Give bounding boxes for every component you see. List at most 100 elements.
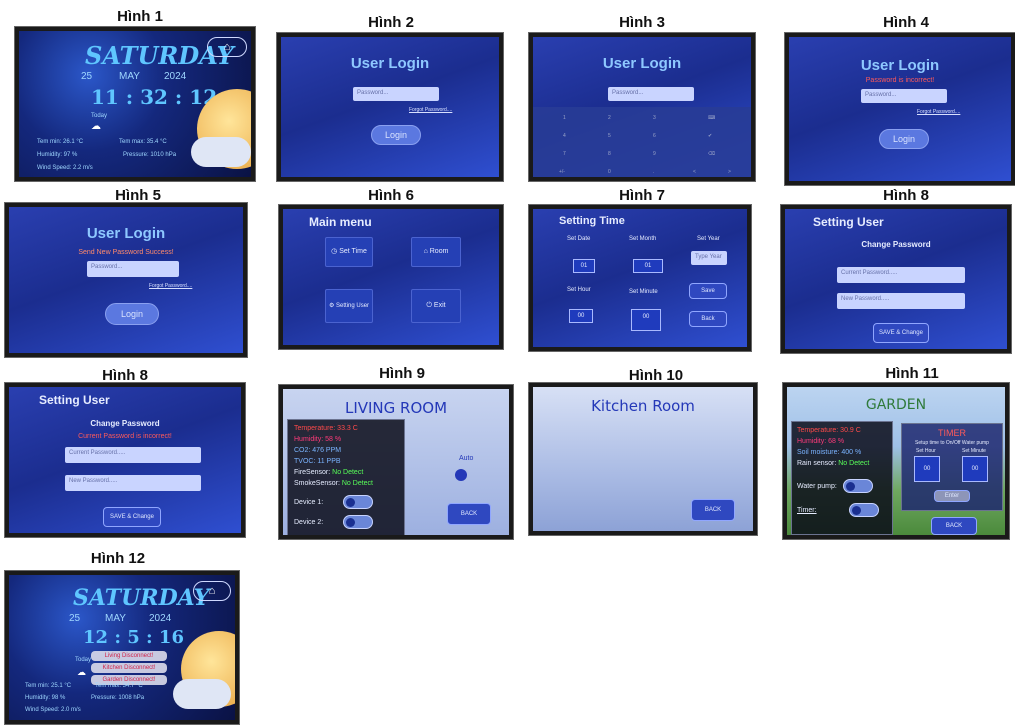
password-input[interactable]: Password...: [861, 89, 947, 103]
error-message: Current Password is incorrect!: [78, 433, 172, 440]
screen-home-1: SATURDAY 25 MAY 2024 11 : 32 : 12 Today …: [14, 26, 256, 182]
device1-toggle[interactable]: [343, 495, 374, 509]
key-3[interactable]: 3: [653, 115, 656, 121]
back-button[interactable]: Back: [689, 311, 727, 327]
smoke-sensor-value: No Detect: [341, 480, 373, 487]
change-password-label: Change Password: [861, 240, 931, 249]
screen-login-success: User Login Send New Password Success! Pa…: [4, 202, 248, 358]
auto-toggle[interactable]: [455, 469, 467, 481]
screen-login-keypad: User Login Password... 1 2 3 ⌨ 4 5 6 ✔ 7…: [528, 32, 756, 182]
home-icon[interactable]: ⌂: [193, 581, 231, 601]
key-7[interactable]: 7: [563, 151, 566, 157]
key-0[interactable]: 0: [608, 169, 611, 175]
living-disconnect-alert: Living Disconnect!: [91, 651, 167, 661]
hour-roller[interactable]: 00: [569, 309, 593, 323]
key-sign[interactable]: +/-: [559, 169, 565, 175]
device1-label: Device 1:: [294, 498, 324, 506]
room-button[interactable]: ⌂ Room: [411, 237, 461, 267]
back-button[interactable]: BACK: [691, 499, 735, 521]
humidity: Humidity: 98 %: [25, 695, 66, 701]
caption-hinh-10: Hình 10: [628, 367, 684, 384]
key-left[interactable]: <: [693, 169, 696, 175]
minute-roller[interactable]: 00: [631, 309, 661, 331]
water-pump-toggle[interactable]: [842, 479, 873, 493]
garden-sensor-panel: Temperature: 30.9 C Humidity: 68 % Soil …: [791, 421, 893, 535]
password-input[interactable]: Password...: [353, 87, 439, 101]
setting-time-title: Setting Time: [559, 215, 625, 227]
year-input[interactable]: Type Year: [691, 251, 727, 265]
key-8[interactable]: 8: [608, 151, 611, 157]
key-6[interactable]: 6: [653, 133, 656, 139]
backspace-icon[interactable]: ⌫: [708, 151, 716, 157]
set-time-label: Set Time: [339, 248, 367, 255]
key-2[interactable]: 2: [608, 115, 611, 121]
caption-hinh-1: Hình 1: [117, 8, 163, 25]
login-button[interactable]: Login: [371, 125, 421, 145]
new-password-input[interactable]: New Password.....: [65, 475, 201, 491]
forgot-password-link[interactable]: Forgot Password....: [917, 109, 961, 115]
device2-label: Device 2:: [294, 518, 324, 526]
login-title: User Login: [350, 55, 430, 72]
sensor-panel: Temperature: 33.3 C Humidity: 58 % CO2: …: [287, 419, 405, 535]
exit-label: Exit: [433, 302, 446, 309]
screen-setting-user-error: Setting User Change Password Current Pas…: [4, 382, 246, 538]
current-password-input[interactable]: Current Password.....: [837, 267, 965, 283]
home-icon[interactable]: ⌂: [207, 37, 247, 57]
key-1[interactable]: 1: [563, 115, 566, 121]
key-5[interactable]: 5: [608, 133, 611, 139]
enter-button[interactable]: Enter: [934, 490, 970, 502]
caption-hinh-7: Hình 7: [619, 187, 665, 204]
key-9[interactable]: 9: [653, 151, 656, 157]
soil-moisture-readout: Soil moisture: 400 %: [797, 449, 862, 456]
timer-hour-roller[interactable]: 00: [914, 456, 940, 482]
auto-label: Auto: [459, 455, 474, 462]
device2-toggle[interactable]: [343, 515, 374, 529]
login-title: User Login: [86, 225, 166, 242]
keyboard-icon[interactable]: ⌨: [708, 115, 716, 121]
timer-set-hour-label: Set Hour: [916, 448, 936, 454]
setting-user-button[interactable]: ⚙ Setting User: [325, 289, 373, 323]
new-password-input[interactable]: New Password.....: [837, 293, 965, 309]
exit-icon: ⏻: [426, 302, 432, 309]
forgot-password-link[interactable]: Forgot Password....: [149, 283, 193, 289]
caption-hinh-4: Hình 4: [883, 14, 929, 31]
timer-toggle[interactable]: [848, 503, 879, 517]
set-time-button[interactable]: ◷ Set Time: [325, 237, 373, 267]
forgot-password-link[interactable]: Forgot Password....: [409, 107, 453, 113]
back-button[interactable]: BACK: [931, 517, 977, 535]
date-roller[interactable]: 01: [573, 259, 595, 273]
password-input[interactable]: Password...: [87, 261, 179, 277]
timer-panel: TIMER Setup time to On/Off Water pump Se…: [901, 423, 1003, 511]
check-icon[interactable]: ✔: [708, 133, 713, 139]
login-title: User Login: [602, 55, 682, 72]
menu-title: Main menu: [309, 215, 372, 229]
date-year: 2024: [164, 71, 187, 82]
current-password-input[interactable]: Current Password.....: [65, 447, 201, 463]
key-right[interactable]: >: [728, 169, 731, 175]
back-button[interactable]: BACK: [447, 503, 491, 525]
key-4[interactable]: 4: [563, 133, 566, 139]
exit-button[interactable]: ⏻ Exit: [411, 289, 461, 323]
rain-sensor-label: Rain sensor:: [797, 460, 837, 467]
date-day: 25: [81, 71, 93, 82]
month-roller[interactable]: 01: [633, 259, 663, 273]
save-change-button[interactable]: SAVE & Change: [873, 323, 929, 343]
caption-hinh-12: Hình 12: [90, 550, 146, 567]
save-button[interactable]: Save: [689, 283, 727, 299]
login-button[interactable]: Login: [105, 303, 159, 325]
weather-icon: ☁: [77, 667, 86, 677]
timer-minute-roller[interactable]: 00: [962, 456, 988, 482]
wind-speed: Wind Speed: 2.0 m/s: [25, 707, 81, 713]
key-dot[interactable]: .: [653, 169, 655, 175]
save-change-button[interactable]: SAVE & Change: [103, 507, 161, 527]
tem-max: Tem max: 35.4 °C: [119, 139, 167, 145]
setting-user-title: Setting User: [39, 393, 110, 407]
password-input[interactable]: Password...: [608, 87, 694, 101]
today-label: Today: [75, 657, 92, 663]
keypad: 1 2 3 ⌨ 4 5 6 ✔ 7 8 9 ⌫ +/- 0 . < >: [533, 107, 751, 177]
login-button[interactable]: Login: [879, 129, 929, 149]
today-label: Today: [91, 113, 108, 119]
set-minute-label: Set Minute: [629, 289, 658, 295]
tvoc-readout: TVOC: 11 PPB: [294, 458, 341, 465]
caption-hinh-5: Hình 5: [115, 187, 161, 204]
